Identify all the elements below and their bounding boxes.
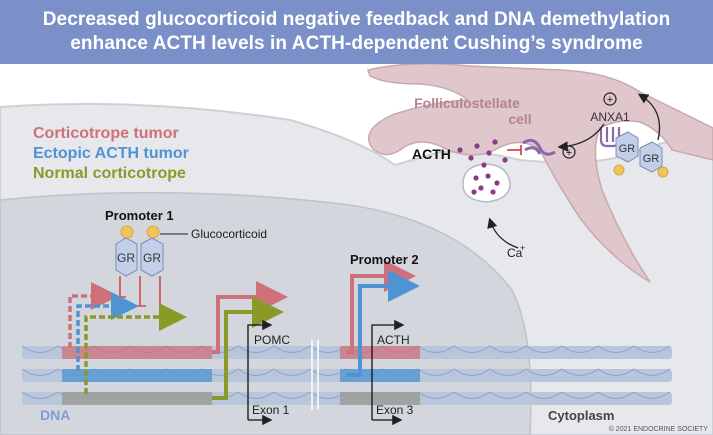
acth-secreted-label: ACTH [412,146,451,162]
gr-label-fs1: GR [619,143,636,155]
folliculostellate-cell [367,64,713,283]
folliculostellate-label-line2: cell [508,111,531,127]
glucocorticoid-icon [120,225,134,239]
anxa1-to-membrane-arrow [557,123,605,152]
promoter2-label: Promoter 2 [350,252,419,267]
gr-dimer-folliculostellate: GR GR [613,131,669,178]
anxa1-label: ANXA1 [590,110,630,124]
plus-sign-membrane: + [566,147,572,159]
acth-bracket [371,319,405,420]
secretory-vesicle [462,163,511,203]
legend-ectopic-acth-tumor: Ectopic ACTH tumor [33,145,189,162]
legend-normal-corticotrope: Normal corticotrope [33,165,186,182]
pomc-label: POMC [254,333,290,347]
glucocorticoid-icon [613,164,625,176]
pomc-bracket [247,319,273,420]
promoter1-region-red [62,346,212,359]
promoter1-arrow-green [84,303,187,394]
inhibition-bar [507,145,522,155]
promoter2-region-gray [340,392,420,405]
promoter2-arrow-red [346,260,416,354]
exon3-label: Exon 3 [376,403,414,417]
plus-icon [603,92,617,106]
copyright: © 2021 ENDOCRINE SOCIETY [609,425,709,433]
gene-arrow-red [212,281,288,354]
gr-label-p1a: GR [117,251,135,265]
acth-gene-label: ACTH [377,333,410,347]
calcium-label: Ca [507,246,523,260]
plus-icon-membrane [562,145,576,159]
exon1-label: Exon 1 [252,403,290,417]
gr-label-fs2: GR [643,153,660,165]
calcium-charge: + [520,243,525,253]
folliculostellate-label-line1: Folliculostellate [414,95,520,111]
promoter1-region-gray [62,392,212,405]
membrane-receptor-icon [522,138,556,156]
gr-label-p1b: GR [143,251,161,265]
legend-corticotrope-tumor: Corticotrope tumor [33,125,179,142]
promoter1-region-blue [62,369,212,382]
gr-dimer-promoter1: GR GR [115,225,164,277]
cytoplasm-label: Cytoplasm [548,408,614,423]
plus-sign: + [607,94,613,106]
glucocorticoid-label: Glucocorticoid [191,227,267,241]
acth-regulation-diagram: Folliculostellate cell ANXA1 + + GR GR A… [0,64,713,435]
glucocorticoid-icon [657,166,669,178]
promoter1-arrow-blue [76,292,139,371]
gene-arrow-green [212,296,284,400]
promoter2-arrow-blue [346,270,420,377]
title-line-1: Decreased glucocorticoid negative feedba… [42,9,671,30]
glucocorticoid-icon [146,225,160,239]
gr-to-anxa1-arrow [637,93,661,141]
promoter1-label: Promoter 1 [105,208,174,223]
title-banner: Decreased glucocorticoid negative feedba… [0,0,713,64]
title-line-2: enhance ACTH levels in ACTH-dependent Cu… [70,33,643,54]
dna-label: DNA [40,407,70,423]
acth-granules [457,139,508,195]
calcium-arrow [487,217,519,249]
